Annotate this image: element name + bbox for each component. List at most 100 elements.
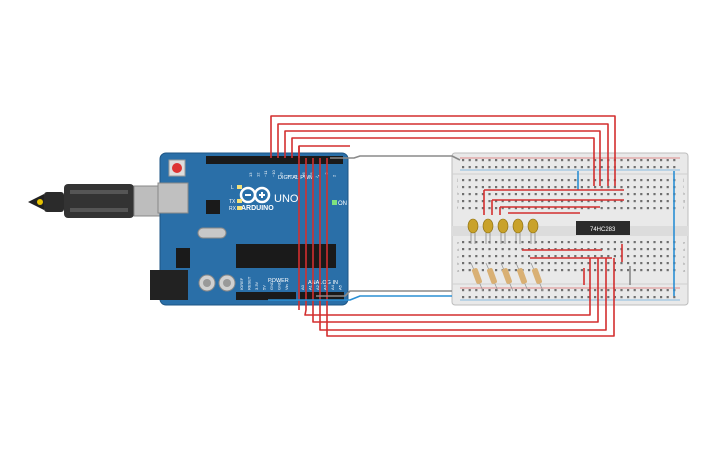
hole [495,296,498,299]
digital-pin-label: 13 [248,172,253,177]
hole [547,296,550,299]
resistor [532,268,542,284]
hole [528,269,531,272]
hole [627,241,630,244]
hole [481,269,484,272]
hole [567,289,570,292]
analog-pin-label: A1 [308,284,313,290]
hole [646,289,649,292]
row-letter: h [683,191,685,196]
hole [613,262,616,265]
hole [488,248,491,251]
hole [488,166,491,169]
hole [495,159,498,162]
hole [653,262,656,265]
hole [547,289,550,292]
hole [620,200,623,203]
ic-74hc283[interactable]: 74HC283 [576,221,630,235]
hole [462,262,465,265]
resistor [517,268,527,284]
hole [620,186,623,189]
hole [514,200,517,203]
hole [554,159,557,162]
hole [547,241,550,244]
hole [580,166,583,169]
row-letter: i [457,184,458,189]
hole [534,193,537,196]
hole [541,159,544,162]
power-pin-label: GND [277,281,282,290]
hole [554,200,557,203]
hole [561,248,564,251]
wire-d6 [291,137,595,186]
hole [521,193,524,196]
hole [653,200,656,203]
hole [508,241,511,244]
hole [508,166,511,169]
hole [607,289,610,292]
hole [488,186,491,189]
digital-pin-label: ~9 [278,172,283,177]
hole [514,166,517,169]
hole [640,179,643,182]
hole [508,207,511,210]
hole [580,179,583,182]
on-led [332,200,337,205]
hole [640,255,643,258]
wire-d3 [312,158,599,323]
wire-d9 [270,115,616,186]
hole [468,207,471,210]
hole [508,159,511,162]
ic-label: 74HC283 [590,227,616,233]
hole [495,179,498,182]
hole [475,296,478,299]
hole [594,269,597,272]
hole [580,193,583,196]
hole [594,296,597,299]
hole [666,255,669,258]
hole [594,207,597,210]
hole [673,166,676,169]
hole [594,289,597,292]
breadboard[interactable] [451,152,689,306]
row-letter: f [683,205,685,210]
hole [488,193,491,196]
hole [462,241,465,244]
leds [467,218,539,244]
hole [488,179,491,182]
wire-gnd-bottom [316,290,452,297]
hole [541,241,544,244]
hole [594,255,597,258]
hole [514,296,517,299]
hole [646,269,649,272]
hole [580,255,583,258]
hole [594,262,597,265]
hole [633,193,636,196]
hole [528,262,531,265]
hole [501,200,504,203]
hole [627,200,630,203]
hole [600,200,603,203]
power-pin-label: 5V [262,285,267,290]
hole [495,166,498,169]
hole [554,186,557,189]
hole [501,179,504,182]
wire-gnd-top [330,155,461,161]
hole [600,179,603,182]
hole [475,241,478,244]
hole [495,186,498,189]
hole [640,269,643,272]
resistor [472,268,482,284]
hole [554,289,557,292]
analog-pin-label: A3 [323,284,328,290]
hole [640,186,643,189]
hole [646,207,649,210]
hole [475,207,478,210]
hole [501,166,504,169]
hole [633,186,636,189]
hole [640,193,643,196]
hole [554,296,557,299]
hole [574,186,577,189]
hole [587,262,590,265]
hole [495,255,498,258]
